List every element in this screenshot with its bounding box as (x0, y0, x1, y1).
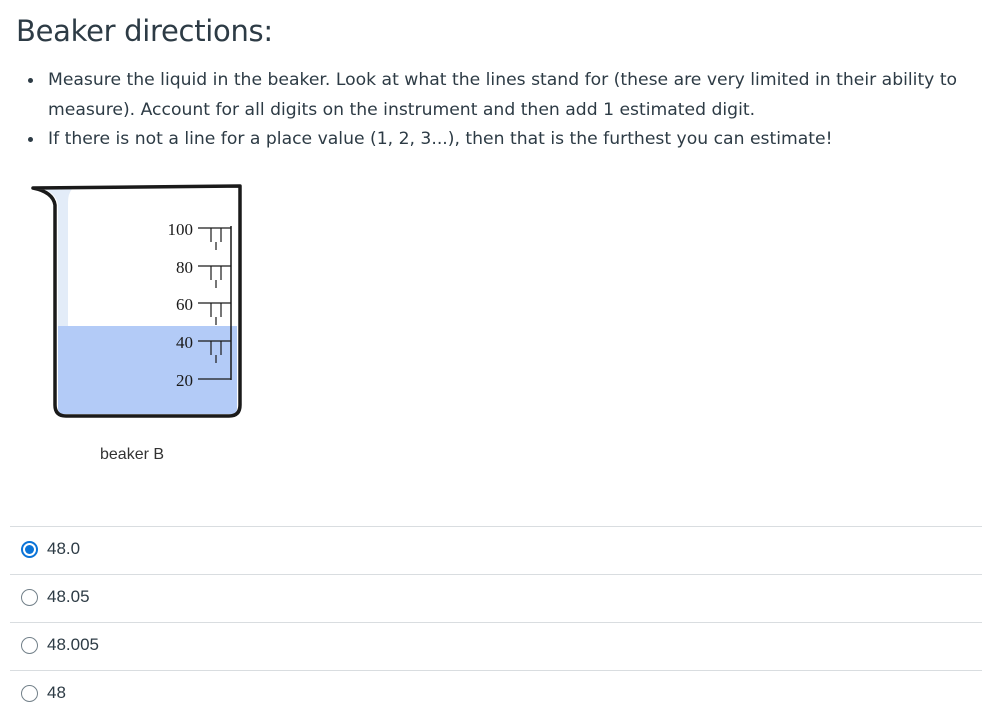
scale-label: 60 (176, 295, 193, 314)
answer-label: 48.0 (47, 539, 81, 558)
direction-item: Measure the liquid in the beaker. Look a… (26, 66, 976, 125)
scale-label: 100 (168, 220, 194, 239)
beaker-liquid (58, 326, 237, 414)
major-ticks (198, 227, 231, 380)
minor-ticks (210, 228, 222, 363)
radio-button-selected[interactable] (21, 541, 38, 558)
answer-list: 48.0 48.05 48.005 48 (10, 526, 982, 718)
beaker-highlight (44, 189, 72, 326)
answer-label: 48.05 (47, 587, 90, 606)
radio-button[interactable] (21, 637, 38, 654)
directions-heading: Beaker directions: (16, 14, 273, 48)
answer-option[interactable]: 48.005 (10, 622, 982, 670)
directions-list: Measure the liquid in the beaker. Look a… (26, 66, 976, 155)
scale-label: 20 (176, 371, 193, 390)
answer-option[interactable]: 48.05 (10, 574, 982, 622)
answer-label: 48.005 (47, 635, 99, 654)
answer-label: 48 (47, 683, 66, 702)
beaker-figure: 100 80 60 40 20 (28, 180, 248, 430)
beaker-outline (31, 184, 242, 418)
scale-label: 80 (176, 258, 193, 277)
answer-option[interactable]: 48.0 (10, 526, 982, 574)
radio-button[interactable] (21, 589, 38, 606)
radio-button[interactable] (21, 685, 38, 702)
answer-option[interactable]: 48 (10, 670, 982, 718)
direction-item: If there is not a line for a place value… (26, 125, 976, 155)
beaker-illustration: 100 80 60 40 20 (31, 184, 242, 418)
scale-label: 40 (176, 333, 193, 352)
beaker-caption: beaker B (100, 446, 165, 463)
